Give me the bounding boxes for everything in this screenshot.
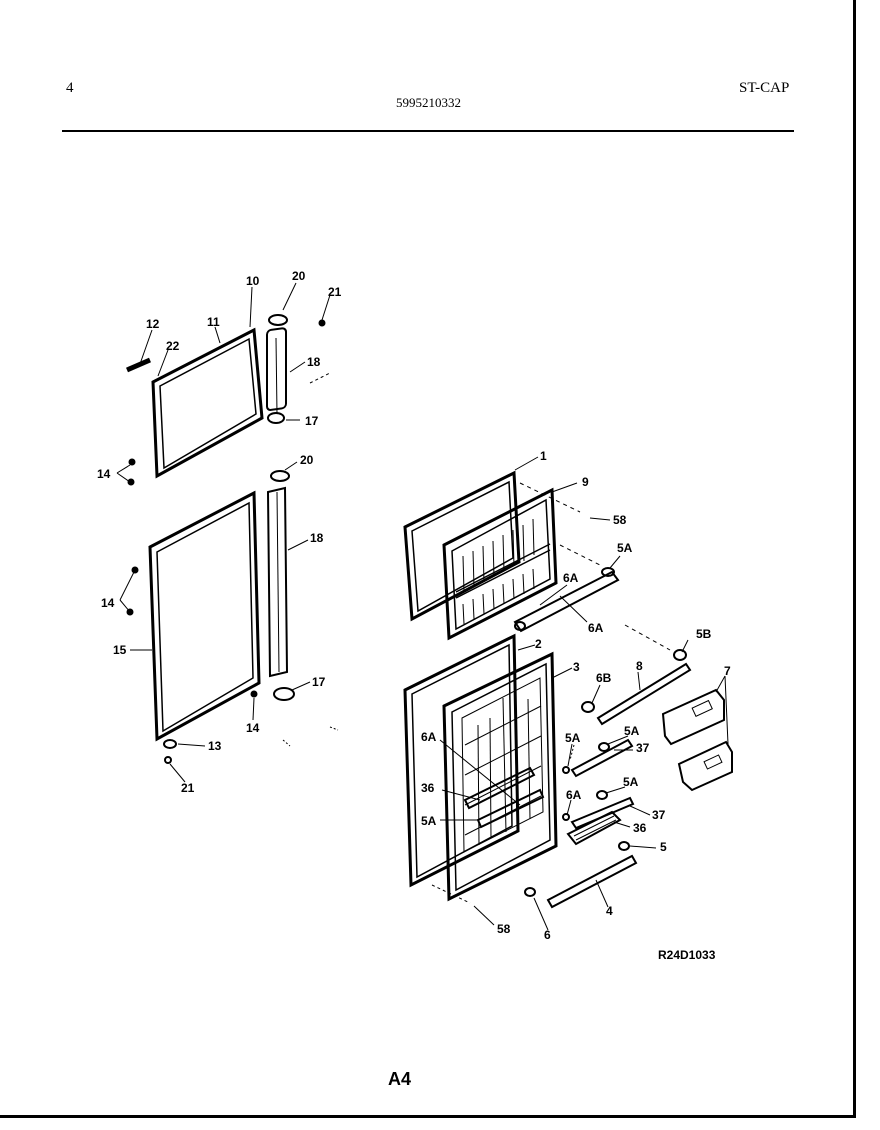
drawing-code: R24D1033: [658, 948, 716, 962]
freezer-door-liner: [442, 487, 558, 641]
right-border: [853, 0, 856, 1118]
callout-14-lower: 14: [246, 721, 260, 735]
callout-21-lower: 21: [181, 781, 195, 795]
callout-6: 6: [544, 928, 551, 942]
bottom-border: [0, 1115, 856, 1118]
fresh-food-door-liner: [442, 651, 558, 902]
callout-58-lower: 58: [497, 922, 511, 936]
callout-5a-1: 5A: [617, 541, 633, 555]
callout-58-upper: 58: [613, 513, 627, 527]
callout-4: 4: [606, 904, 613, 918]
callout-5a-4: 5A: [623, 775, 639, 789]
lower-door-small-parts: [126, 319, 326, 764]
callout-6a-3: 6A: [421, 730, 437, 744]
callout-36-left: 36: [421, 781, 435, 795]
callout-7: 7: [724, 664, 731, 678]
callout-37-upper: 37: [636, 741, 650, 755]
right-leader-lines: [282, 456, 729, 931]
callout-10: 10: [246, 274, 260, 288]
callout-2: 2: [535, 637, 542, 651]
page-number: 4: [66, 80, 74, 96]
butter-compartments-7: [661, 688, 733, 792]
callout-18-lower: 18: [310, 531, 324, 545]
door-rail-37-upper: [570, 738, 634, 778]
left-leader-lines: [116, 282, 331, 783]
callout-1: 1: [540, 449, 547, 463]
page-label: A4: [388, 1069, 412, 1089]
freezer-dashed-leaders: [519, 482, 671, 651]
callout-6a-4: 6A: [566, 788, 582, 802]
callout-labels: 10 20 21 12 11 22 18 17 20 14 18 14 15 1…: [97, 269, 731, 942]
model-code: ST-CAP: [739, 80, 790, 96]
callout-5a-2: 5A: [624, 724, 640, 738]
lower-hinge-strip: [266, 470, 295, 701]
callout-9: 9: [582, 475, 589, 489]
callout-14-upper: 14: [97, 467, 111, 481]
callout-18-upper: 18: [307, 355, 321, 369]
callout-5b: 5B: [696, 627, 712, 641]
door-bottom-rail-4: [524, 854, 638, 909]
upper-hinge-strip: [266, 314, 288, 424]
callout-21-upper: 21: [328, 285, 342, 299]
lower-door-gasket: [148, 490, 261, 742]
callout-22: 22: [166, 339, 180, 353]
fresh-food-door-gasket: [403, 633, 520, 888]
callout-37-lower: 37: [652, 808, 666, 822]
callout-17-lower: 17: [312, 675, 326, 689]
door-rail-37-lower: [562, 766, 635, 830]
callout-13: 13: [208, 739, 222, 753]
callout-6a-2: 6A: [588, 621, 604, 635]
callout-17-upper: 17: [305, 414, 319, 428]
upper-door-handle: [126, 357, 151, 373]
callout-5: 5: [660, 840, 667, 854]
callout-12: 12: [146, 317, 160, 331]
door-rack-36: [566, 810, 630, 851]
upper-door-gasket: [151, 327, 264, 479]
callout-14-middle: 14: [101, 596, 115, 610]
callout-20-lower: 20: [300, 453, 314, 467]
callout-8: 8: [636, 659, 643, 673]
callout-20-upper: 20: [292, 269, 306, 283]
freezer-door-gasket: [403, 470, 521, 622]
callout-5a-5: 5A: [421, 814, 437, 828]
fresh-food-inner-shelves: [463, 766, 545, 829]
freezer-door-shelf: [513, 567, 620, 633]
callout-36-right: 36: [633, 821, 647, 835]
callout-3: 3: [573, 660, 580, 674]
door-rail-8: [581, 649, 692, 726]
part-number: 5995210332: [396, 95, 461, 110]
callout-15: 15: [113, 643, 127, 657]
callout-5a-3: 5A: [565, 731, 581, 745]
callout-6a-1: 6A: [563, 571, 579, 585]
callout-11: 11: [207, 315, 220, 329]
header-rule: [62, 130, 794, 132]
callout-6b: 6B: [596, 671, 612, 685]
